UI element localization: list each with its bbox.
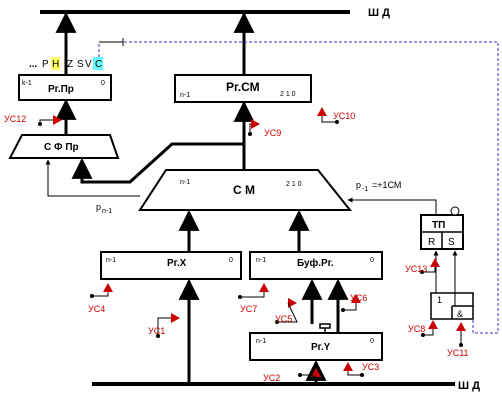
rg-sm-left: n-1 [180,92,190,99]
top-bus-label: Ш Д [368,7,390,19]
signal-arrow-2 [311,368,321,377]
control-signal-10: УС10 [317,107,355,124]
rg-y-label: Рг.Y [311,342,331,353]
rg-x-label: Рг.X [167,258,187,269]
control-signal-7: УС7 [238,283,269,314]
control-signal-13: УС13 [405,258,440,274]
control-signal-6: УС6 [341,293,367,312]
signal-arrow-6 [351,294,361,303]
rg-x-right: 0 [229,257,233,264]
sf-pr-label: С Ф Пр [44,142,79,153]
buf-rg-label: Буф.Рг. [297,257,334,269]
signal-arrow-9 [251,119,260,129]
signal-arrow-11 [456,322,466,331]
sm-label: С М [233,183,255,197]
signal-arrow-1 [171,313,180,323]
flag-v: V [85,59,92,70]
p-minus1-sub: -1 [362,186,368,193]
flag-dots: ... [29,59,38,70]
rg-sm-right: 2 1 0 [280,91,296,98]
control-signal-2: УС2 [263,368,321,383]
signal-arrow-4 [103,283,113,292]
pn1-label: p [96,202,101,212]
carry-line [45,159,140,197]
tp-inv-circle [450,206,460,216]
signal-arrow-7 [259,283,269,292]
flag-p: P [42,59,49,70]
rg-y-right: 0 [370,338,374,345]
tp-r: R [428,237,435,248]
signal-arrow-8 [428,320,438,329]
p-minus1-rest: =+1СМ [372,180,401,190]
control-signal-8: УС8 [408,320,438,337]
rg-pr-block: k-1 Рг.Пр 0 [18,74,112,101]
rg-y-left: n-1 [256,338,266,345]
gate-one: 1 [437,295,442,305]
signal-arrow-3 [343,362,353,371]
signal-label-13: УС13 [405,264,427,274]
sm-right: 2 1 0 [286,181,302,188]
signal-label-9: УС9 [264,128,281,138]
signal-label-3: УС3 [362,362,379,372]
rg-x-left: n-1 [106,257,116,264]
signal-label-12: УС12 [4,114,26,124]
control-signal-4: УС4 [88,283,113,314]
c-flag-dashed-line [98,41,499,334]
rg-y-block: n-1 Рг.Y 0 [249,332,383,361]
control-signal-3: УС3 [343,362,379,377]
signal-arrow-13 [430,258,440,267]
control-signal-5: УС5 [275,298,298,324]
tp-s: S [448,237,455,248]
flags-row: ... P H Z S V C [29,57,103,70]
signal-label-7: УС7 [240,304,257,314]
signal-arrow-10 [317,107,327,116]
gate-and: & [457,309,463,319]
control-signal-12: УС12 [4,114,62,126]
rg-x-block: n-1 Рг.X 0 [100,251,242,280]
sm-to-sfpr-path [71,142,244,184]
signal-label-8: УС8 [408,324,425,334]
buf-rg-left: n-1 [256,257,266,264]
signal-label-11: УС11 [447,348,469,358]
bottom-bus-label: Ш Д [458,380,480,392]
sm-left: n-1 [180,179,190,186]
signal-label-10: УС10 [333,111,355,121]
signal-arrow-12 [53,115,62,125]
signal-label-2: УС2 [263,373,280,383]
flag-s: S [77,59,84,70]
flag-z: Z [67,59,73,70]
p-minus1-line [347,197,437,215]
logic-gate: 1 & [430,292,474,320]
signal-arrow-5 [288,298,297,308]
signal-label-1: УС1 [148,326,165,336]
signal-label-6: УС6 [350,293,367,303]
rg-pr-label: Рг.Пр [48,84,74,95]
rgy-tristate [319,323,331,329]
tp-label: ТП [432,220,445,231]
p-minus1-label: p [356,180,361,190]
sf-pr-block: С Ф Пр [8,134,120,159]
buf-rg-block: n-1 Буф.Рг. 0 [249,251,383,280]
control-signal-11: УС11 [447,322,469,358]
flag-h-highlight [51,57,60,70]
flag-h: H [52,59,59,70]
flag-c-highlight [93,57,103,70]
signal-label-4: УС4 [88,304,105,314]
control-signal-1: УС1 [148,313,180,338]
rg-pr-left: k-1 [22,80,32,87]
buf-rg-right: 0 [370,257,374,264]
signal-label-5: УС5 [275,314,292,324]
rg-sm-label: Рг.СМ [226,80,260,94]
rg-pr-right: 0 [101,80,105,87]
control-signal-9: УС9 [248,119,281,138]
tp-trigger: ТП R S [420,206,464,250]
rg-sm-block: n-1 Рг.СМ 2 1 0 [174,74,312,103]
pn1-sub: n-1 [102,208,112,215]
sm-block: n-1 С М 2 1 0 [138,169,353,211]
flag-c: C [95,59,102,70]
